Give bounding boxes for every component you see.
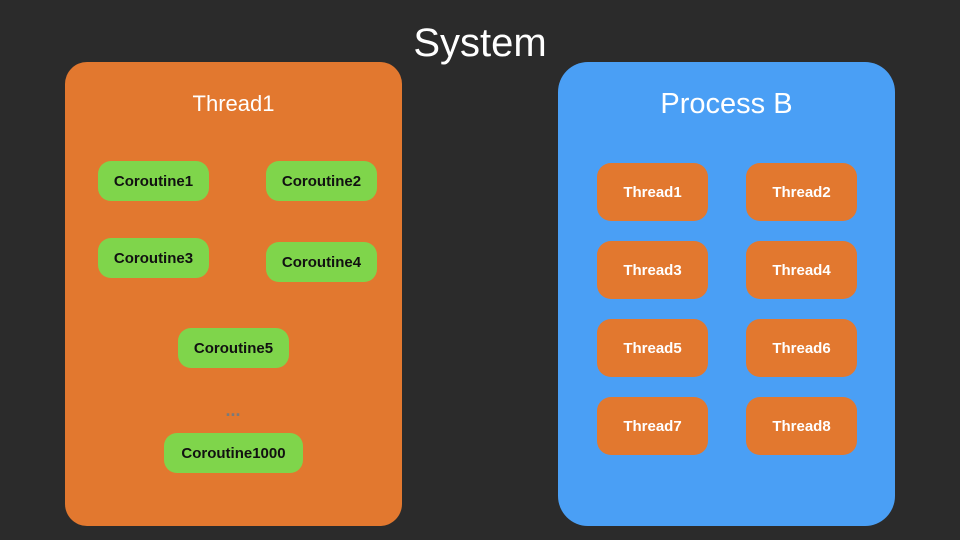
thread-1: Thread1 — [597, 163, 708, 221]
thread-2: Thread2 — [746, 163, 857, 221]
coroutine-5: Coroutine5 — [178, 328, 289, 368]
coroutine-2: Coroutine2 — [266, 161, 377, 201]
thread-8: Thread8 — [746, 397, 857, 455]
system-title: System — [413, 21, 547, 65]
thread-4: Thread4 — [746, 241, 857, 299]
thread-7: Thread7 — [597, 397, 708, 455]
ellipsis-more: ... — [225, 400, 241, 420]
coroutine-1000: Coroutine1000 — [164, 433, 303, 473]
coroutine-3: Coroutine3 — [98, 238, 209, 278]
thread-6: Thread6 — [746, 319, 857, 377]
coroutine-1: Coroutine1 — [98, 161, 209, 201]
process-panel-title: Process B — [660, 88, 793, 120]
coroutine-4: Coroutine4 — [266, 242, 377, 282]
thread-3: Thread3 — [597, 241, 708, 299]
thread-5: Thread5 — [597, 319, 708, 377]
thread-panel-title: Thread1 — [192, 91, 275, 116]
